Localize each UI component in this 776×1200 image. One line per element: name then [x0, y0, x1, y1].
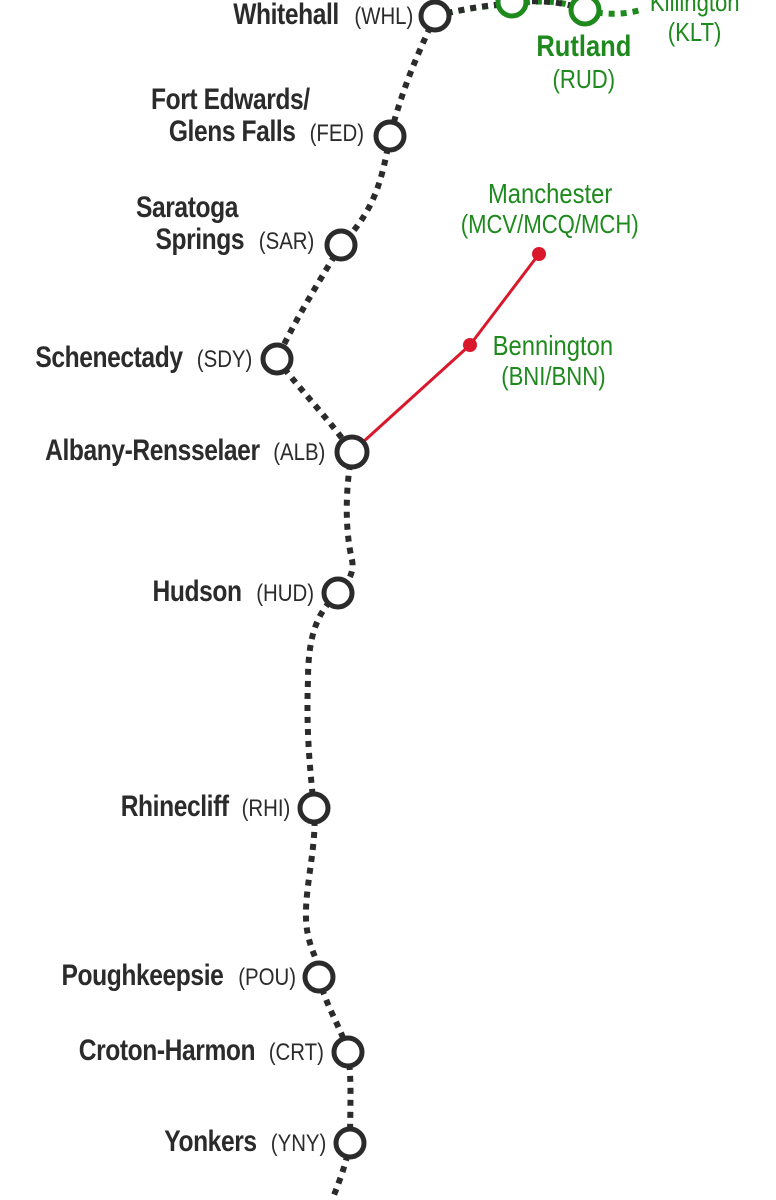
- station-code: (BNI/BNN): [500, 361, 606, 392]
- station-code: (RHI): [241, 795, 290, 822]
- station-name: Hudson: [152, 575, 242, 608]
- station-label-yonkers[interactable]: Yonkers (YNY): [144, 1127, 326, 1157]
- station-name: Killington: [650, 0, 740, 17]
- station-marker-croton[interactable]: [331, 1035, 365, 1069]
- station-name: Bennington: [492, 330, 614, 361]
- station-label-schenectady[interactable]: Schenectady (SDY): [3, 343, 252, 373]
- station-label-hudson[interactable]: Hudson (HUD): [133, 577, 314, 607]
- station-code: (CRT): [268, 1039, 324, 1066]
- manchester-marker[interactable]: [532, 247, 546, 261]
- bennington-branch: [350, 253, 541, 454]
- station-name: Albany-Rensselaer: [44, 434, 260, 467]
- station-label-bennington[interactable]: Bennington (BNI/BNN): [478, 330, 628, 392]
- station-label-fort-edwards[interactable]: Fort Edwards/ Glens Falls (FED): [141, 84, 364, 147]
- station-code: (WHL): [354, 3, 413, 30]
- station-label-killington[interactable]: Killington (KLT): [630, 0, 760, 48]
- station-label-albany[interactable]: Albany-Rensselaer (ALB): [0, 436, 325, 466]
- station-name: Poughkeepsie: [61, 959, 224, 992]
- station-marker-schenectady[interactable]: [260, 342, 294, 376]
- station-name: Manchester: [487, 178, 613, 209]
- station-code: (RUD): [552, 63, 616, 94]
- station-code: (POU): [238, 964, 296, 991]
- station-markers: [260, 0, 452, 1160]
- station-marker-saratoga[interactable]: [324, 228, 358, 262]
- station-name-line2: Glens Falls: [168, 114, 296, 148]
- station-name-line1: Fort Edwards/: [150, 83, 310, 116]
- station-code: (MCV/MCQ/MCH): [460, 209, 639, 240]
- station-marker-unnamed[interactable]: [495, 0, 529, 19]
- station-name: Whitehall: [233, 0, 340, 31]
- station-code: (HUD): [256, 580, 314, 607]
- station-code: (FED): [309, 119, 364, 147]
- station-code: (SDY): [196, 346, 252, 373]
- station-marker-yonkers[interactable]: [333, 1126, 367, 1160]
- station-label-croton[interactable]: Croton-Harmon (CRT): [40, 1036, 324, 1066]
- station-marker-hudson[interactable]: [321, 576, 355, 610]
- station-code: (KLT): [668, 16, 722, 47]
- station-code: (YNY): [270, 1130, 326, 1157]
- station-code: (ALB): [272, 439, 325, 466]
- station-label-whitehall[interactable]: Whitehall (WHL): [210, 0, 413, 30]
- station-label-rhinecliff[interactable]: Rhinecliff (RHI): [97, 792, 290, 822]
- station-name: Rutland: [536, 30, 632, 63]
- station-label-poughkeepsie[interactable]: Poughkeepsie (POU): [26, 961, 296, 991]
- station-name: Rhinecliff: [120, 790, 229, 823]
- station-marker-albany[interactable]: [334, 434, 370, 470]
- station-label-manchester[interactable]: Manchester (MCV/MCQ/MCH): [440, 178, 660, 240]
- station-code: (SAR): [258, 227, 314, 255]
- station-name-line2: Springs: [155, 222, 245, 256]
- bennington-marker[interactable]: [463, 338, 477, 352]
- station-marker-fort-edwards[interactable]: [373, 119, 407, 153]
- station-marker-poughkeepsie[interactable]: [302, 960, 336, 994]
- station-name: Schenectady: [34, 341, 183, 374]
- station-name: Croton-Harmon: [78, 1034, 255, 1067]
- station-marker-rutland[interactable]: [568, 0, 602, 27]
- station-label-rutland[interactable]: Rutland (RUD): [524, 30, 644, 94]
- station-marker-rhinecliff[interactable]: [297, 791, 331, 825]
- station-marker-whitehall[interactable]: [418, 0, 452, 33]
- vermont-station-markers: [495, 0, 602, 27]
- station-name: Yonkers: [163, 1125, 257, 1158]
- station-label-saratoga[interactable]: Saratoga Springs (SAR): [136, 192, 314, 255]
- station-name-line1: Saratoga: [136, 191, 239, 224]
